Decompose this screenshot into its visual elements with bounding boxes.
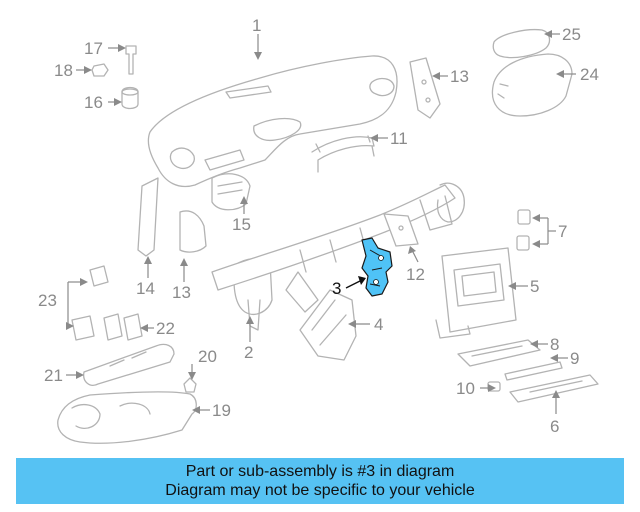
- callout-13-lower: 13: [172, 283, 191, 302]
- callout-8: 8: [550, 335, 559, 354]
- part-19-lower-panel: [57, 391, 197, 444]
- callout-14: 14: [136, 279, 155, 298]
- leader-lines: [66, 30, 576, 414]
- banner-line-part-number: Part or sub-assembly is #3 in diagram: [185, 463, 455, 480]
- part-22-brackets: [103, 313, 143, 341]
- callout-1: 1: [252, 16, 261, 35]
- callout-10: 10: [456, 379, 475, 398]
- part-8-trim: [457, 339, 541, 367]
- callout-20: 20: [198, 347, 217, 366]
- callout-21: 21: [44, 366, 63, 385]
- callout-22: 22: [156, 319, 175, 338]
- part-18-retainer: [91, 63, 109, 77]
- callout-23: 23: [38, 291, 57, 310]
- callout-11: 11: [390, 129, 408, 148]
- part-6-panel: [509, 374, 599, 403]
- part-17-clip: [125, 45, 137, 75]
- part-23-clips: [71, 265, 109, 341]
- callout-3: 3: [332, 279, 341, 298]
- part-21-duct: [83, 343, 175, 386]
- part-3-highlighted-bracket: [361, 237, 393, 297]
- callout-17: 17: [84, 39, 103, 58]
- part-crossbar-tube: [211, 182, 465, 291]
- banner-line-disclaimer: Diagram may not be specific to your vehi…: [165, 482, 475, 499]
- callout-13-upper: 13: [450, 67, 469, 86]
- callout-19: 19: [212, 401, 231, 420]
- callout-labels: 1 2 3 4 5 6 7 8 9 10 11 12 13 13 14 15 1…: [38, 16, 599, 436]
- part-16-knob: [121, 86, 139, 110]
- callout-16: 16: [84, 93, 103, 112]
- callout-6: 6: [550, 417, 559, 436]
- callout-9: 9: [570, 349, 579, 368]
- part-14-strip: [137, 177, 159, 257]
- part-4-knee-bracket: [285, 271, 357, 361]
- callout-15: 15: [232, 215, 251, 234]
- part-7-switches: [516, 209, 531, 251]
- callout-25: 25: [562, 25, 581, 44]
- callout-12: 12: [406, 265, 425, 284]
- part-13-end-cap-lower: [179, 210, 207, 253]
- part-1-dashboard-pad: [147, 55, 398, 188]
- part-5-center-bezel: [435, 247, 517, 339]
- info-banner: Part or sub-assembly is #3 in diagram Di…: [16, 458, 624, 504]
- part-25-lid: [492, 28, 551, 59]
- part-24-glovebox: [491, 53, 573, 117]
- part-13-side-panel-upper: [409, 57, 441, 119]
- callout-4: 4: [374, 315, 383, 334]
- part-20-fastener: [183, 377, 197, 393]
- part-9-strip: [504, 361, 563, 381]
- callout-5: 5: [530, 277, 539, 296]
- part-12-bracket: [383, 213, 419, 247]
- part-11-upper-bracket: [311, 135, 375, 173]
- callout-2: 2: [244, 343, 253, 362]
- callout-24: 24: [580, 65, 599, 84]
- callout-7: 7: [558, 222, 567, 241]
- parts-diagram: 1 2 3 4 5 6 7 8 9 10 11 12 13 13 14 15 1…: [38, 16, 599, 444]
- callout-18: 18: [54, 61, 73, 80]
